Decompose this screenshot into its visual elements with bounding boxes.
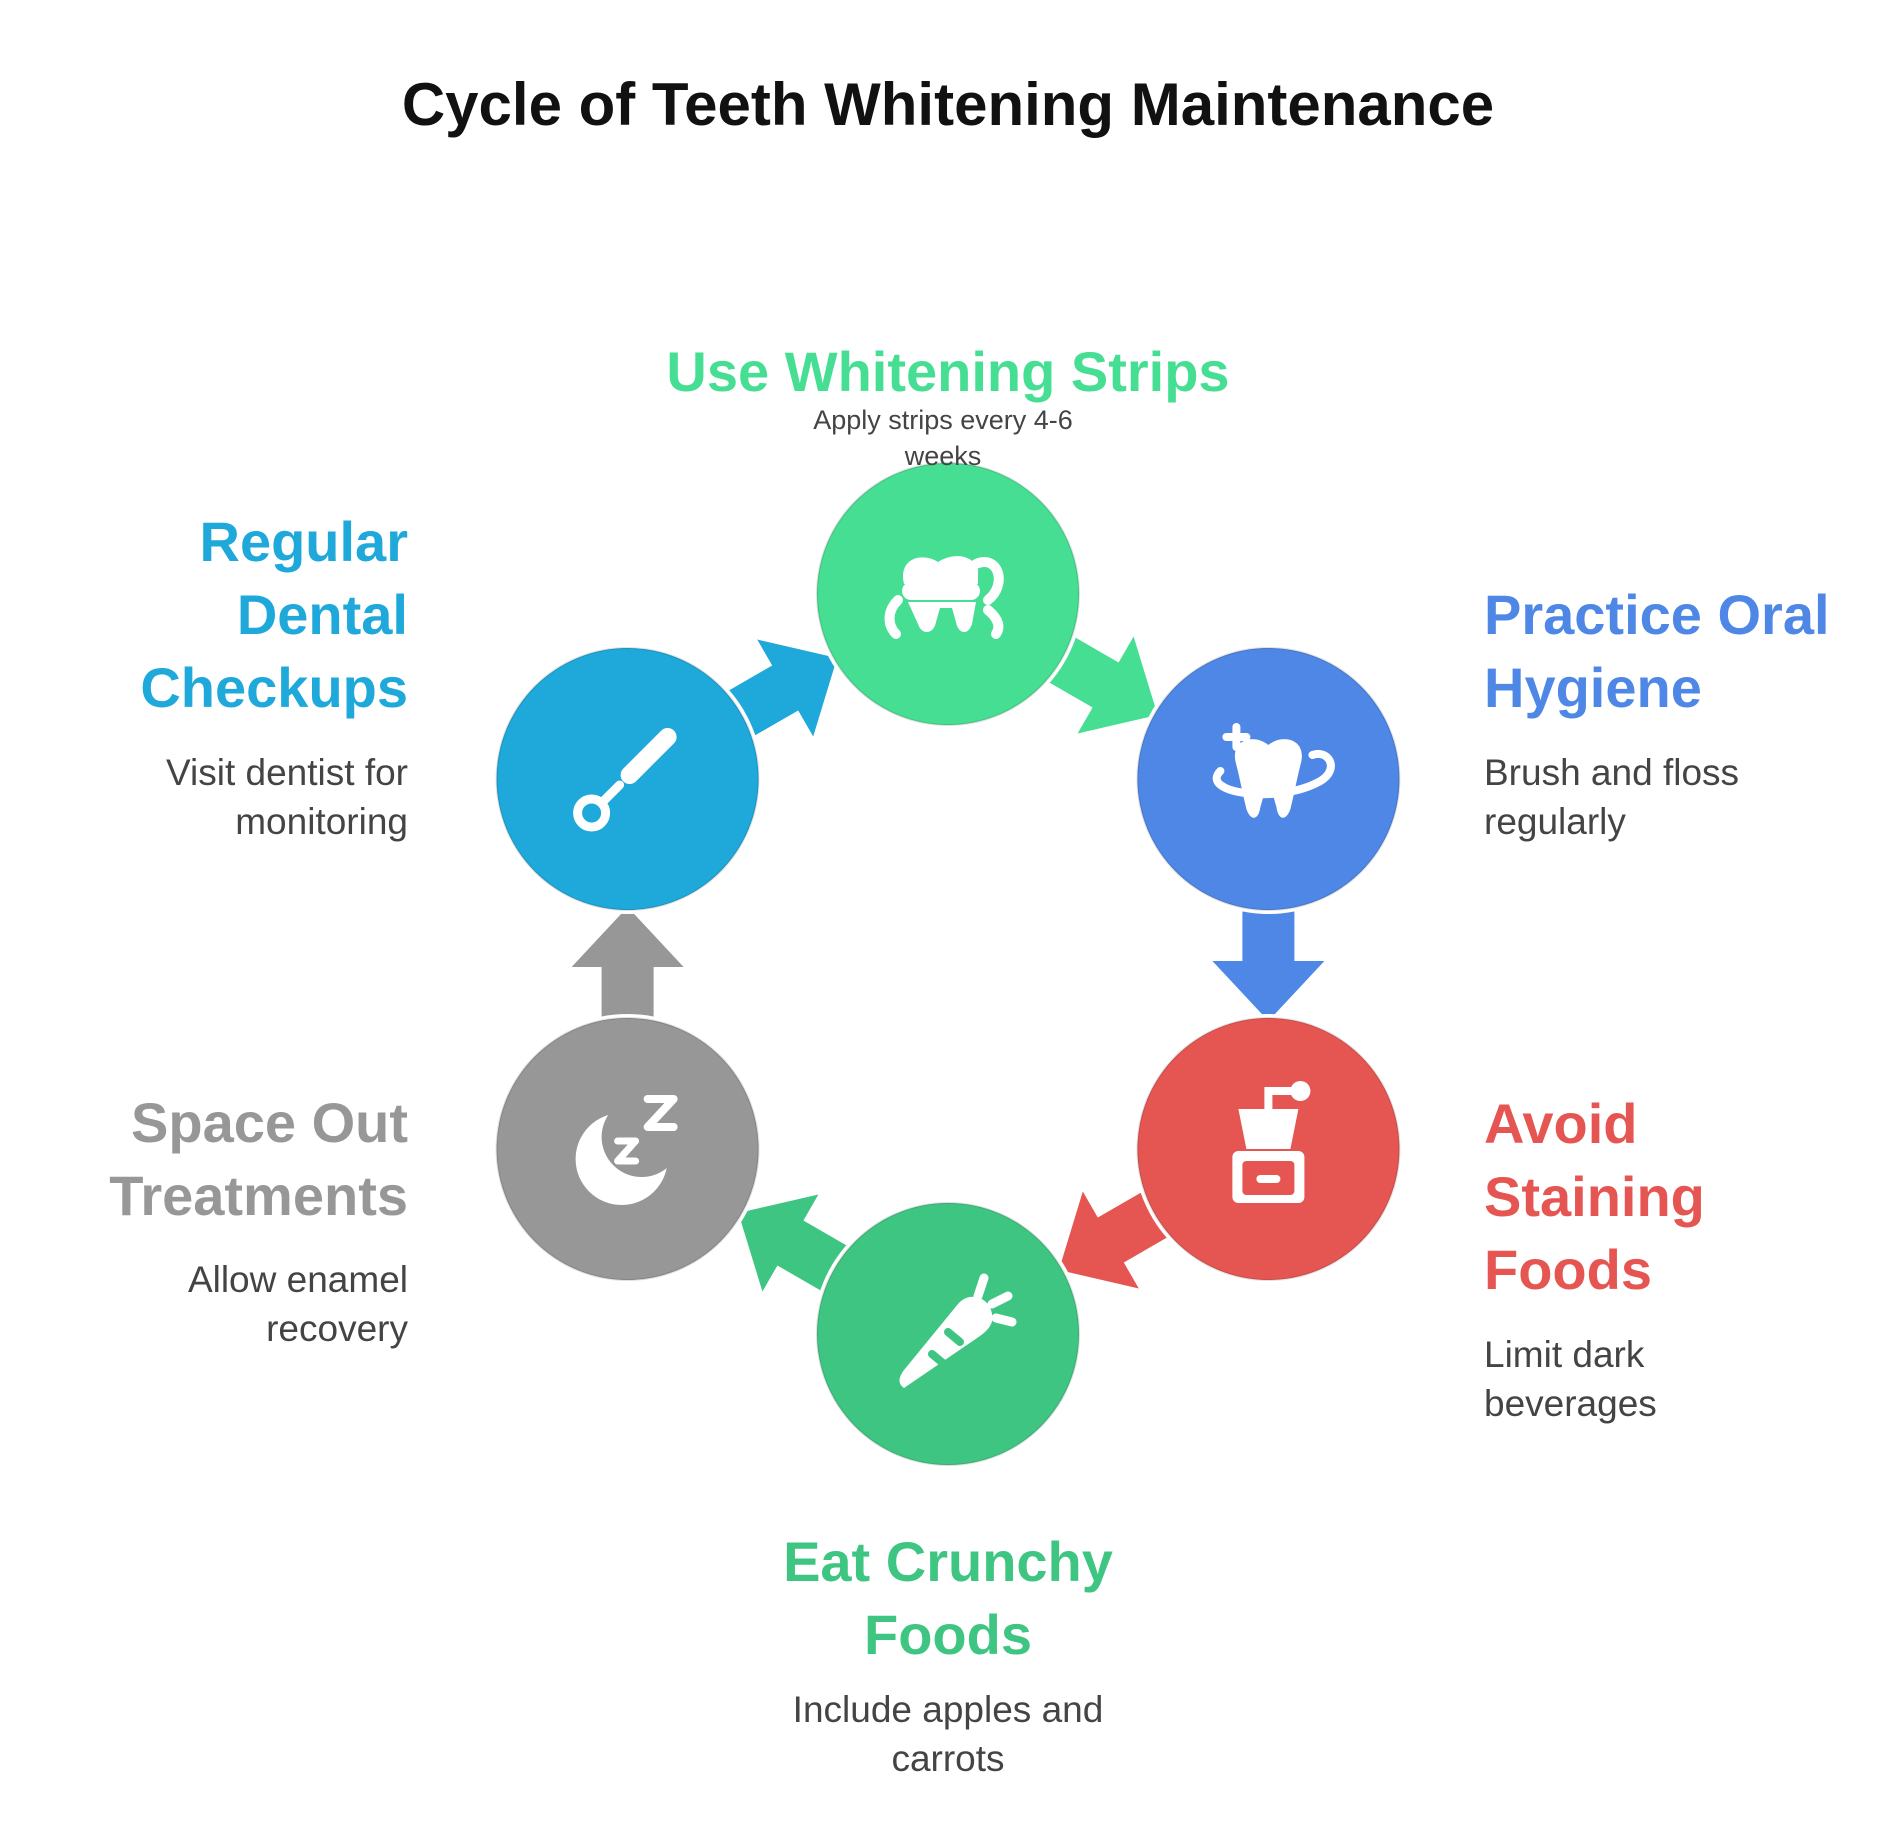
step-node-space-treatments (492, 1014, 763, 1284)
step-node-crunchy-foods (813, 1199, 1083, 1469)
cycle-nodes (492, 459, 1404, 1469)
step-title-whitening-strips: Use Whitening Strips (666, 340, 1230, 403)
coffee-grinder-icon (1232, 1081, 1311, 1203)
step-title-dental-checkups: Regular Dental Checkups (140, 510, 408, 719)
step-node-staining-foods (1133, 1014, 1404, 1284)
step-node-oral-hygiene (1133, 644, 1404, 914)
diagram-title: Cycle of Teeth Whitening Maintenance (401, 71, 1495, 138)
step-node-dental-checkups (492, 644, 763, 914)
step-desc-whitening-strips: Apply strips every 4-6 weeks (813, 405, 1073, 471)
carrot-icon (899, 1273, 1017, 1388)
step-desc-crunchy-foods: Include apples and carrots (792, 1689, 1104, 1779)
arrow-space-treatments (571, 907, 684, 1054)
step-desc-space-treatments: Allow enamel recovery (187, 1259, 408, 1349)
step-title-space-treatments: Space Out Treatments (109, 1091, 408, 1227)
step-node-whitening-strips (813, 459, 1083, 729)
step-title-oral-hygiene: Practice Oral Hygiene (1484, 583, 1830, 719)
step-desc-dental-checkups: Visit dentist for monitoring (166, 752, 408, 842)
step-title-staining-foods: Avoid Staining Foods (1484, 1092, 1705, 1301)
tooth-strips-icon (884, 556, 1004, 639)
clean-tooth-icon (1212, 723, 1335, 818)
arrow-oral-hygiene (1212, 874, 1325, 1021)
step-title-crunchy-foods: Eat Crunchy Foods (783, 1530, 1113, 1666)
step-desc-oral-hygiene: Brush and floss regularly (1484, 752, 1740, 842)
dental-mirror-icon (573, 728, 677, 832)
sleep-moon-icon (575, 1095, 682, 1205)
step-desc-staining-foods: Limit dark beverages (1484, 1334, 1657, 1424)
